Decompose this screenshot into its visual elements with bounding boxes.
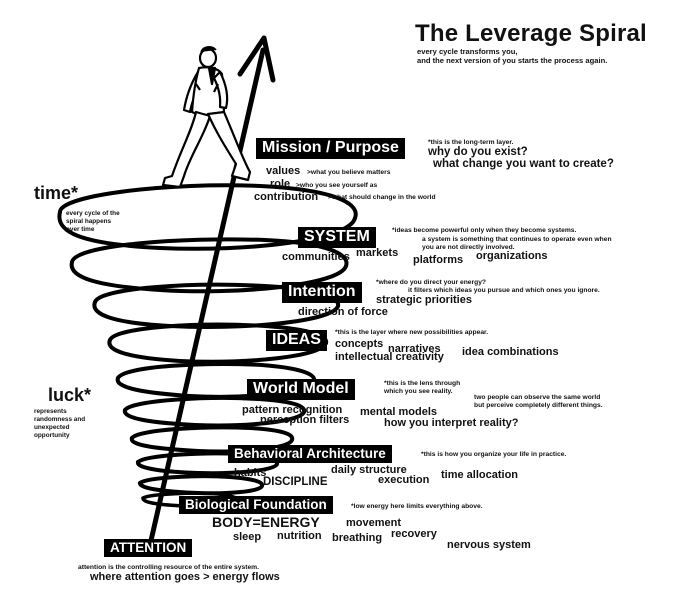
bio-keyword-movement: movement [346, 517, 402, 529]
system-keyword-organizations: organizations [476, 250, 548, 262]
layer-label-intention: Intention [282, 282, 362, 303]
ideas-keyword-narratives: narratives [388, 343, 441, 355]
ideas-keyword-concepts: concepts [335, 338, 384, 350]
ideas-keyword-idea-combinations: idea combinations [462, 346, 559, 358]
diagram-subtitle-line2: and the next version of you starts the p… [417, 56, 608, 65]
luck-note-line1: represents [34, 408, 67, 415]
system-keyword-platforms: platforms [413, 254, 464, 266]
world-keyword-mental-models: mental models [360, 406, 438, 418]
ideas-note: *this is the layer where new possibiliti… [335, 329, 489, 336]
spiral-coil [130, 425, 295, 442]
attention-flow: where attention goes > energy flows [90, 571, 280, 583]
spiral-coil [58, 183, 358, 220]
layer-label-biological-foundation: Biological Foundation [179, 496, 333, 514]
world-keyword-interpret-reality: how you interpret reality? [384, 417, 519, 429]
time-note-line3: over time [66, 226, 95, 233]
layer-label-world-model: World Model [247, 379, 355, 400]
system-note-line2: a system is something that continues to … [422, 236, 612, 243]
spiral-coil [69, 260, 348, 294]
behavior-keyword-time-allocation: time allocation [441, 469, 519, 481]
world-keyword-perception-filters: perception filters [260, 414, 350, 426]
behavior-keyword-execution: execution [378, 474, 430, 486]
luck-note-line4: opportunity [34, 432, 70, 439]
system-note-line1: *ideas become powerful only when they be… [392, 227, 577, 234]
mission-item-values-desc: >what you believe matters [307, 169, 391, 176]
layer-label-system: SYSTEM [298, 227, 376, 248]
layer-label-mission: Mission / Purpose [256, 138, 405, 159]
system-keyword-markets: markets [356, 247, 399, 259]
ideas-keyword-intellectual-creativity: intellectual creativity [335, 351, 444, 363]
intention-note-line1: *where do you direct your energy? [376, 279, 486, 286]
spiral-coil [70, 237, 349, 268]
arrow-head [237, 35, 276, 83]
behavior-keyword-discipline: DISCIPLINE [263, 476, 328, 488]
layer-label-attention: ATTENTION [104, 539, 193, 557]
bio-keyword-sleep: sleep [233, 531, 262, 543]
layer-label-behavioral-architecture: Behavioral Architecture [228, 445, 392, 463]
luck-label: luck* [48, 385, 92, 405]
arrow-shaft [147, 47, 266, 548]
system-note-line3: you are not directly involved. [422, 244, 515, 251]
intention-keyword-direction-of-force: direction of force [298, 306, 388, 318]
spiral-coil [116, 362, 317, 383]
intention-keyword-strategic-priorities: strategic priorities [376, 294, 472, 306]
walking-man-figure [161, 46, 252, 189]
spiral-coil [138, 474, 265, 496]
time-label: time* [34, 183, 79, 203]
bio-keyword-nutrition: nutrition [277, 530, 322, 542]
diagram-title: The Leverage Spiral [415, 20, 647, 47]
behavior-keyword-habits: habits [234, 467, 267, 479]
bio-note: *low energy here limits everything above… [351, 503, 483, 510]
world-note2-line1: two people can observe the same world [474, 394, 601, 401]
mission-item-contribution: contribution [254, 191, 319, 203]
world-note2-line2: but perceive completely different things… [474, 402, 603, 409]
bio-keyword-body-energy: BODY=ENERGY [212, 514, 320, 530]
behavior-note: *this is how you organize your life in p… [421, 451, 567, 458]
intention-note-line2: it filters which ideas you pursue and wh… [408, 287, 600, 294]
bio-keyword-breathing: breathing [332, 532, 383, 544]
world-note-line1: *this is the lens through [384, 380, 461, 387]
spiral-coil [107, 338, 328, 364]
world-keyword-pattern-recognition: pattern recognition [242, 404, 343, 416]
system-keyword-communities: communities [282, 251, 350, 263]
mission-item-role-desc: >who you see yourself as [296, 182, 378, 189]
layer-label-ideas: IDEAS [266, 330, 327, 351]
bio-keyword-recovery: recovery [391, 528, 437, 540]
behavior-keyword-daily-structure: daily structure [331, 464, 407, 476]
diagram-subtitle-line1: every cycle transforms you, [417, 47, 518, 56]
mission-note: *this is the long-term layer. [428, 139, 514, 146]
spiral-coil [122, 408, 306, 428]
bio-keyword-nervous-system: nervous system [447, 539, 531, 551]
mission-question-1: why do you exist? [428, 146, 528, 158]
time-note-line2: spiral happens [66, 218, 112, 225]
mission-item-values: values [266, 165, 301, 177]
world-note-line2: which you see reality. [384, 388, 453, 395]
time-note-line1: every cycle of the [66, 210, 120, 217]
mission-item-role: role [270, 178, 291, 190]
luck-note-line3: unexpected [34, 424, 70, 431]
mission-question-2: what change you want to create? [433, 158, 614, 170]
spiral-coil [136, 460, 279, 476]
attention-note: attention is the controlling resource of… [78, 564, 259, 571]
spiral-coil [123, 396, 307, 414]
mission-item-contribution-desc: >what should change in the world [328, 194, 436, 201]
luck-note-line2: randomness and [34, 416, 86, 423]
